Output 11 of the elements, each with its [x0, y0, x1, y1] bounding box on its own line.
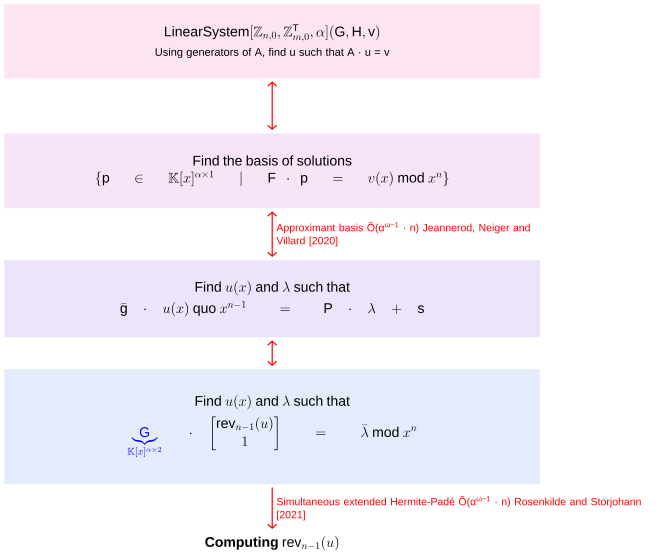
process-box: $\text{Find } u(x) \text{ and } \lambda \text{ such that}$ ${\color{blue}\underbrace{\mathsf{G}}_{\mathbb{K}[x]^{\alpha\times 2}}}\quad\cdot\ \begin{bmatrix}\mathsf{rev}_{n-1}(u)\\ 1\end{bmatrix}\ \ =\ \ \bar{\lambda}\ \mathsf{mod}\ x^{n}$ [4, 369, 540, 484]
process-box: Find the basis of solutions $\{\mathsf{p}\ \in\ \mathbb{K}[x]^{\alpha\times 1}\ \mid\ \mathsf{F}\cdot\mathsf{p}\ =\ v(x)\ \mathsf{mod}\ x^{n}\}$ [4, 133, 540, 208]
process-box: $\mathsf{LinearSystem}[\mathbb{Z}_{n,0},\mathbb{Z}_{m,0}^{\mathsf{T}},\alpha](\mathsf{G},\mathsf{H},\mathsf{v})$ Using generators of A, find u such that A · u = v [4, 4, 540, 78]
result-text: $\textbf{Computing}\ \mathsf{rev}_{n-1}(u)$ [205, 536, 338, 550]
edge-label: Simultaneous extended Hermite-Padé Õ(α$^{ω−1}$ · n) Rosenkilde and Storjohann [2021] [276, 496, 641, 520]
arrow [267, 487, 278, 529]
arrow [267, 211, 278, 257]
arrow [267, 340, 278, 366]
edge-label: Approximant basis Õ(α$^{ω−1}$ · n) Jeannerod, Neiger and Villard [2020] [276, 222, 530, 246]
arrow [267, 81, 278, 130]
process-box: $\text{Find } u(x) \text{ and } \lambda \text{ such that}$ $\bar{\mathsf{g}}\ \cdot\ u(x)\ \mathsf{quo}\ x^{n-1}\ \ =\ \ \mathsf{P}\ \cdot\ \lambda\ +\ \mathsf{s}$ [4, 260, 540, 338]
